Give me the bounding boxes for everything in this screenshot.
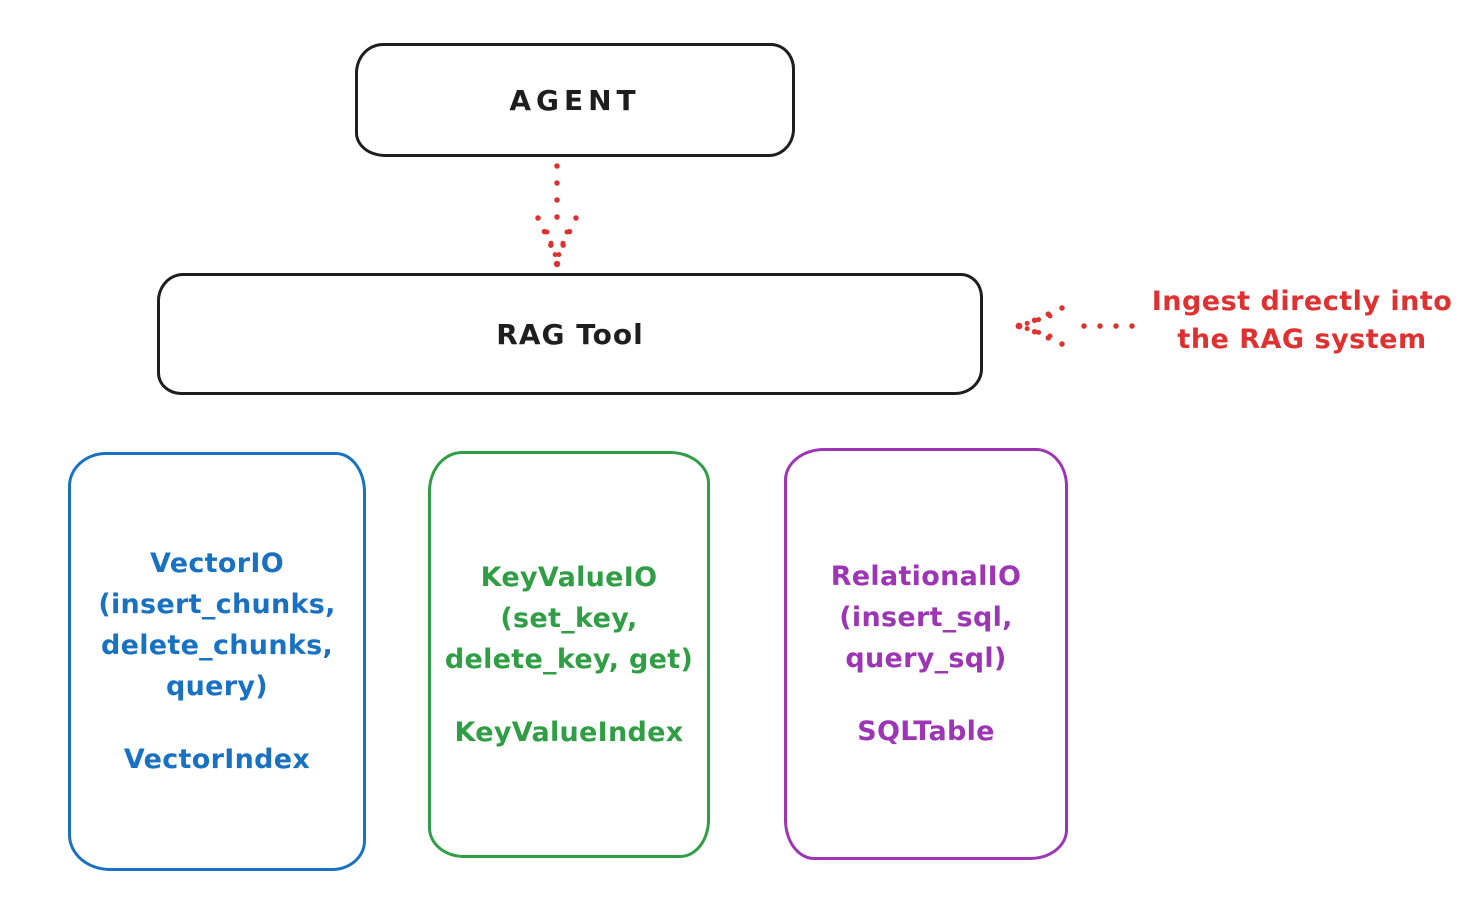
ingest-annotation-line1: Ingest directly into (1151, 286, 1453, 317)
rag-tool-box-label: RAG Tool (496, 317, 644, 351)
vector-io-line: (insert_chunks, (98, 589, 336, 620)
agent-to-ragtool-dotted-arrow-icon (535, 163, 579, 268)
keyvalue-io-line: (set_key, (500, 602, 638, 634)
keyvalue-index-label: KeyValueIndex (454, 716, 684, 748)
relational-io-line: RelationalIO (830, 561, 1022, 592)
vector-index-label: VectorIndex (123, 744, 311, 775)
sql-table-label: SQLTable (857, 716, 995, 747)
agent-box-label: AGENT (509, 83, 641, 117)
rag-tool-box: RAG Tool (157, 273, 983, 395)
backend-box-vector-io: VectorIO (insert_chunks, delete_chunks, … (68, 452, 366, 871)
backend-box-keyvalue-io: KeyValueIO (set_key, delete_key, get) Ke… (428, 451, 710, 858)
vector-io-line: delete_chunks, (100, 630, 334, 661)
ingest-annotation-line2: the RAG system (1177, 324, 1427, 355)
keyvalue-io-line: delete_key, get) (444, 643, 694, 675)
backend-box-relational-io: RelationalIO (insert_sql, query_sql) SQL… (784, 448, 1068, 860)
ingest-annotation: Ingest directly into the RAG system (1120, 283, 1484, 359)
vector-io-line: VectorIO (150, 548, 284, 579)
ingest-dotted-arrow-icon (1015, 305, 1135, 347)
relational-io-line: query_sql) (845, 643, 1007, 674)
vector-io-line: query) (166, 671, 268, 702)
relational-io-line: (insert_sql, (839, 602, 1013, 633)
agent-box: AGENT (355, 43, 795, 157)
keyvalue-io-line: KeyValueIO (480, 561, 658, 593)
